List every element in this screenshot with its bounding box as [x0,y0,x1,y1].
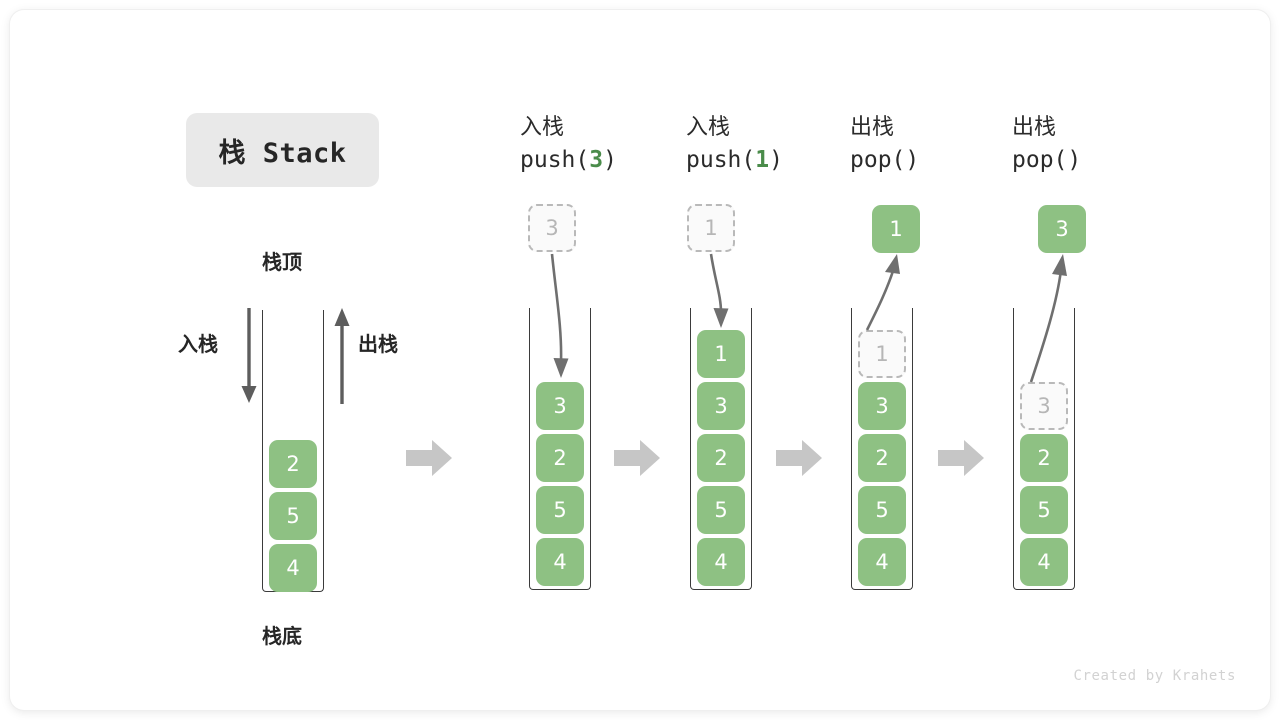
step-op-code: push(1) [686,147,783,173]
stack-cell: 5 [858,486,906,534]
step-pop-1-cells: 1 3 2 5 4 [858,330,906,586]
stack-cell: 5 [536,486,584,534]
diagram-card: 栈 Stack 栈顶 2 5 4 栈底 入栈 出栈 [10,10,1270,710]
flow-arrow-icon [406,440,452,476]
step-op-label: 入栈 [520,115,565,140]
flow-arrow-icon [938,440,984,476]
step-push-3-stack-container [529,308,591,590]
push-3-motion-arrow-icon [550,253,569,378]
step-pop-1-floating-cell: 1 [872,205,920,253]
pop-up-arrow-icon [334,308,350,404]
step-pop-1-header: 出栈 pop() [850,113,980,177]
step-pop-1-stack-container [851,308,913,590]
stack-bottom-label: 栈底 [262,624,302,648]
stack-cell: 2 [858,434,906,482]
push-1-motion-arrow-icon [709,253,729,328]
step-push-3-cells: 3 2 5 4 [536,382,584,586]
step-push-1-floating-cell: 1 [687,204,735,252]
stack-cell: 2 [1020,434,1068,482]
step-op-code: push(3) [520,147,617,173]
push-down-arrow-icon [241,308,257,403]
stack-cell: 5 [697,486,745,534]
stack-cell: 2 [536,434,584,482]
stack-cell: 4 [269,544,317,592]
step-push-3-floating-cell: 3 [528,204,576,252]
step-op-arg: 1 [755,147,770,173]
diagram-title-chip: 栈 Stack [186,113,379,187]
stack-cell: 4 [858,538,906,586]
stack-cell: 3 [536,382,584,430]
step-push-1-cells: 1 3 2 5 4 [697,330,745,586]
stack-cell: 4 [697,538,745,586]
step-pop-3-stack-container [1013,308,1075,590]
stack-cell: 3 [697,382,745,430]
stack-cell: 1 [858,330,906,378]
stack-top-label: 栈顶 [262,250,302,274]
step-op-code: pop() [850,147,920,173]
pop-3-motion-arrow-icon [1029,254,1067,383]
step-push-3-header: 入栈 push(3) [520,113,640,177]
step-op-label: 出栈 [850,115,895,140]
page-title: 栈 Stack [218,137,347,169]
initial-stack-group: 栈顶 2 5 4 栈底 入栈 出栈 [178,246,418,656]
step-op-code: pop() [1012,147,1082,173]
stack-cell: 5 [1020,486,1068,534]
pop-side-label: 出栈 [358,332,398,356]
step-push-1-header: 入栈 push(1) [686,113,816,177]
push-side-label: 入栈 [178,332,218,356]
step-op-arg: 3 [589,147,604,173]
stack-cell: 4 [1020,538,1068,586]
step-pop-3-header: 出栈 pop() [1012,113,1142,177]
stack-cell: 5 [269,492,317,540]
stack-cell: 2 [269,440,317,488]
stack-cell: 4 [536,538,584,586]
stack-cell: 1 [697,330,745,378]
step-pop-3-cells: 3 2 5 4 [1020,382,1068,586]
watermark-credit: Created by Krahets [1073,668,1236,684]
stack-cell: 2 [697,434,745,482]
stack-cell: 3 [1020,382,1068,430]
pop-1-motion-arrow-icon [865,254,900,331]
stack-cell: 3 [858,382,906,430]
step-push-1-stack-container [690,308,752,590]
flow-arrow-icon [776,440,822,476]
step-pop-3-floating-cell: 3 [1038,205,1086,253]
flow-arrow-icon [614,440,660,476]
initial-stack-cells: 2 5 4 [269,440,317,592]
step-op-label: 出栈 [1012,115,1057,140]
step-op-label: 入栈 [686,115,731,140]
